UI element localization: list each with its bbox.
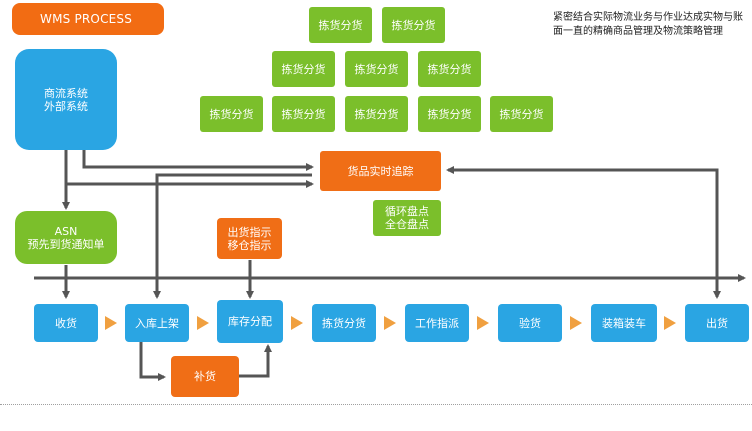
- chevron-right-icon: [105, 316, 117, 330]
- flow-step-putaway: 入库上架: [125, 304, 189, 342]
- picking-box: 拣货分货: [272, 96, 335, 132]
- shipping-instruction-line1: 出货指示: [227, 225, 272, 239]
- flow-step-label: 出货: [706, 316, 728, 330]
- picking-label: 拣货分货: [391, 18, 436, 32]
- picking-box: 拣货分货: [418, 51, 481, 87]
- connector-source-to-tracking: [82, 150, 314, 171]
- flow-step-inspection: 验货: [498, 304, 562, 342]
- source-system-box: 商流系统 外部系统: [15, 49, 117, 150]
- picking-box: 拣货分货: [490, 96, 553, 132]
- asn-box: ASN 预先到货通知单: [15, 211, 117, 264]
- picking-label: 拣货分货: [281, 107, 326, 121]
- flow-step-picking: 拣货分货: [312, 304, 376, 342]
- source-system-line2: 外部系统: [44, 99, 88, 113]
- description-text: 紧密结合实际物流业务与作业达成实物与账面一直的精确商品管理及物流策略管理: [553, 12, 743, 37]
- chevron-right-icon: [291, 316, 303, 330]
- inventory-count-line1: 循环盘点: [385, 205, 429, 218]
- chevron-right-icon: [384, 316, 396, 330]
- replenish-box: 补货: [171, 356, 239, 397]
- footer-divider: [0, 404, 752, 405]
- connector-replenish-to-allocation: [239, 344, 272, 378]
- picking-label: 拣货分货: [209, 107, 254, 121]
- connector-shipping-to-tracking: [446, 166, 719, 297]
- flow-step-receiving: 收货: [34, 304, 98, 342]
- flow-step-allocation: 库存分配: [217, 300, 283, 343]
- replenish-label: 补货: [194, 370, 216, 383]
- chevron-right-icon: [197, 316, 209, 330]
- chevron-right-icon: [664, 316, 676, 330]
- picking-box: 拣货分货: [382, 7, 445, 43]
- tracking-label: 货品实时追踪: [347, 164, 414, 178]
- picking-box: 拣货分货: [418, 96, 481, 132]
- connector-putaway-to-replenish: [139, 342, 166, 381]
- inventory-count-line2: 全仓盘点: [385, 218, 429, 231]
- picking-box: 拣货分货: [309, 7, 372, 43]
- shipping-instruction-line2: 移仓指示: [227, 238, 272, 252]
- picking-label: 拣货分货: [354, 62, 399, 76]
- chevron-right-icon: [477, 316, 489, 330]
- picking-box: 拣货分货: [272, 51, 335, 87]
- flow-step-label: 库存分配: [228, 315, 272, 328]
- flow-step-task-assign: 工作指派: [405, 304, 469, 342]
- shipping-instruction-box: 出货指示 移仓指示: [217, 218, 282, 259]
- picking-label: 拣货分货: [354, 107, 399, 121]
- flow-step-label: 收货: [55, 316, 77, 330]
- inventory-count-box: 循环盘点 全仓盘点: [373, 200, 441, 236]
- flow-step-label: 工作指派: [415, 316, 459, 330]
- asn-line2: 预先到货通知单: [27, 237, 105, 251]
- asn-line1: ASN: [54, 224, 78, 238]
- flow-step-label: 装箱装车: [602, 316, 646, 330]
- flow-step-label: 入库上架: [135, 316, 179, 330]
- flow-step-packing-loading: 装箱装车: [591, 304, 657, 342]
- tracking-box: 货品实时追踪: [320, 151, 441, 191]
- picking-box: 拣货分货: [345, 96, 408, 132]
- picking-label: 拣货分货: [281, 62, 326, 76]
- picking-label: 拣货分货: [499, 107, 544, 121]
- picking-label: 拣货分货: [427, 62, 472, 76]
- picking-label: 拣货分货: [427, 107, 472, 121]
- flow-step-shipping: 出货: [685, 304, 749, 342]
- flow-step-label: 拣货分货: [322, 316, 366, 330]
- wms-process-title: WMS PROCESS: [12, 3, 164, 35]
- picking-box: 拣货分货: [345, 51, 408, 87]
- flow-step-label: 验货: [519, 316, 541, 330]
- picking-label: 拣货分货: [318, 18, 363, 32]
- source-system-line1: 商流系统: [44, 86, 88, 100]
- picking-box: 拣货分货: [200, 96, 263, 132]
- chevron-right-icon: [570, 316, 582, 330]
